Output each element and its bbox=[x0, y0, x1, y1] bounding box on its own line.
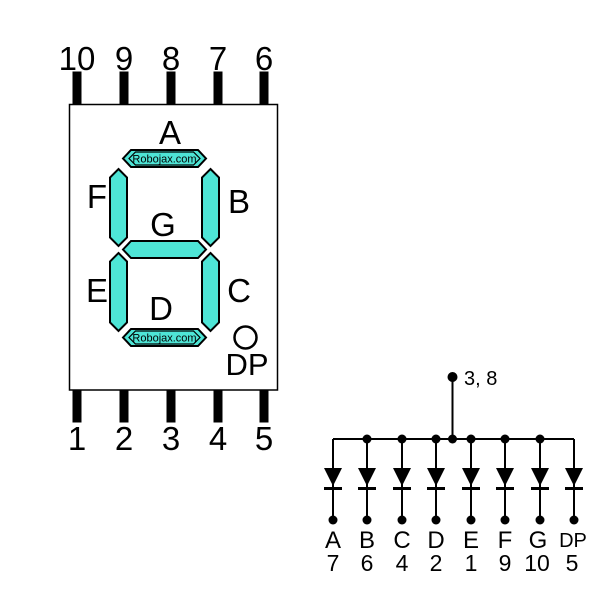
pin-lead-7 bbox=[213, 71, 223, 105]
diode-symbol bbox=[427, 468, 445, 486]
segment-e bbox=[109, 251, 128, 333]
diode-branch-f: F 9 bbox=[496, 434, 514, 576]
bottom-pin-numbers: 1 2 3 4 5 bbox=[68, 420, 273, 457]
pin-lead-6 bbox=[259, 71, 269, 105]
segment-g-label: G bbox=[150, 206, 176, 243]
segment-c bbox=[201, 251, 220, 333]
pin-lead-4 bbox=[213, 390, 223, 423]
display-package: 10 9 8 7 6 Robojax.com Robojax.com bbox=[59, 40, 279, 457]
pin-lead-3 bbox=[166, 390, 176, 423]
pin-number-label: 9 bbox=[115, 40, 133, 77]
segment-d-label: D bbox=[149, 290, 173, 327]
terminal-dot bbox=[362, 515, 372, 525]
pin-lead-8 bbox=[166, 71, 176, 105]
segment-f bbox=[109, 167, 128, 248]
terminal-segment-label: G bbox=[529, 527, 548, 554]
terminal-pin-label: 6 bbox=[361, 550, 374, 576]
diode-branch-b: B 6 bbox=[358, 434, 376, 576]
terminal-pin-label: 1 bbox=[465, 550, 478, 576]
terminal-pin-label: 2 bbox=[430, 550, 443, 576]
terminal-segment-label: E bbox=[463, 527, 479, 554]
terminal-dot bbox=[500, 515, 510, 525]
terminal-pin-label: 10 bbox=[524, 550, 550, 576]
pin-number-label: 8 bbox=[162, 40, 180, 77]
pin-lead-1 bbox=[72, 390, 82, 423]
diode-symbol bbox=[358, 468, 376, 486]
diode-symbol bbox=[496, 468, 514, 486]
pin-number-label: 3 bbox=[162, 420, 180, 457]
brand-badge-a: Robojax.com bbox=[128, 151, 201, 166]
diode-symbol bbox=[324, 468, 342, 486]
terminal-segment-label: A bbox=[325, 527, 341, 554]
terminal-dot bbox=[569, 515, 579, 525]
top-pin-numbers: 10 9 8 7 6 bbox=[59, 40, 274, 77]
brand-badge-d: Robojax.com bbox=[128, 330, 201, 345]
bottom-pin-leads bbox=[72, 390, 269, 423]
terminal-dot bbox=[466, 515, 476, 525]
brand-badge-outline bbox=[128, 151, 201, 166]
internal-schematic: 3, 8 A 7 B 6 bbox=[324, 368, 587, 576]
brand-text: Robojax.com bbox=[132, 333, 196, 345]
pin-number-label: 4 bbox=[209, 420, 227, 457]
pin-number-label: 10 bbox=[59, 40, 96, 77]
pin-number-label: 5 bbox=[255, 420, 273, 457]
diode-symbol bbox=[565, 468, 583, 486]
bus-junction-dot bbox=[448, 434, 457, 444]
segments bbox=[109, 149, 220, 347]
terminal-pin-label: 5 bbox=[566, 550, 579, 576]
diode-branch-g: G 10 bbox=[524, 434, 550, 576]
terminal-dot bbox=[328, 515, 338, 525]
decimal-point-circle bbox=[233, 325, 258, 350]
terminal-segment-label: C bbox=[393, 527, 410, 554]
diode-branch-d: D 2 bbox=[427, 434, 445, 576]
diode-symbol bbox=[531, 468, 549, 486]
pin-number-label: 1 bbox=[68, 420, 86, 457]
diode-symbol bbox=[462, 468, 480, 486]
terminal-pin-label: 7 bbox=[327, 550, 340, 576]
pin-lead-2 bbox=[119, 390, 129, 423]
segment-a bbox=[121, 149, 208, 168]
terminal-segment-label: DP bbox=[559, 530, 587, 552]
terminal-pin-label: 9 bbox=[499, 550, 512, 576]
segment-letter-labels: A F B G E C D bbox=[86, 114, 251, 327]
pin-lead-5 bbox=[259, 390, 269, 423]
terminal-segment-label: F bbox=[498, 527, 513, 554]
segment-f-label: F bbox=[87, 178, 107, 215]
brand-text: Robojax.com bbox=[132, 154, 196, 166]
pin-lead-9 bbox=[119, 71, 129, 105]
terminal-segment-label: D bbox=[427, 527, 444, 554]
brand-badge-outline bbox=[128, 330, 201, 345]
terminal-pin-label: 4 bbox=[396, 550, 409, 576]
terminal-dot bbox=[397, 515, 407, 525]
segment-c-label: C bbox=[227, 272, 251, 309]
pin-number-label: 2 bbox=[115, 420, 133, 457]
terminal-segment-label: B bbox=[359, 527, 375, 554]
diode-branch-a: A 7 bbox=[324, 439, 342, 576]
segment-d bbox=[121, 328, 208, 347]
terminal-dot bbox=[431, 515, 441, 525]
diode-branch-c: C 4 bbox=[393, 434, 411, 576]
decimal-point-label: DP bbox=[225, 347, 268, 382]
pin-lead-10 bbox=[72, 71, 82, 105]
diode-symbol bbox=[393, 468, 411, 486]
top-pin-leads bbox=[72, 71, 269, 105]
diode-branch-e: E 1 bbox=[462, 434, 480, 576]
segment-b-label: B bbox=[228, 183, 250, 220]
pin-number-label: 7 bbox=[209, 40, 227, 77]
segment-a-label: A bbox=[159, 114, 181, 151]
terminal-dot bbox=[535, 515, 545, 525]
common-pins-label: 3, 8 bbox=[464, 368, 497, 390]
diode-branch-dp: DP 5 bbox=[559, 439, 587, 576]
segment-e-label: E bbox=[86, 272, 108, 309]
pin-number-label: 6 bbox=[255, 40, 273, 77]
segment-g bbox=[121, 240, 208, 259]
segment-b bbox=[201, 167, 220, 248]
